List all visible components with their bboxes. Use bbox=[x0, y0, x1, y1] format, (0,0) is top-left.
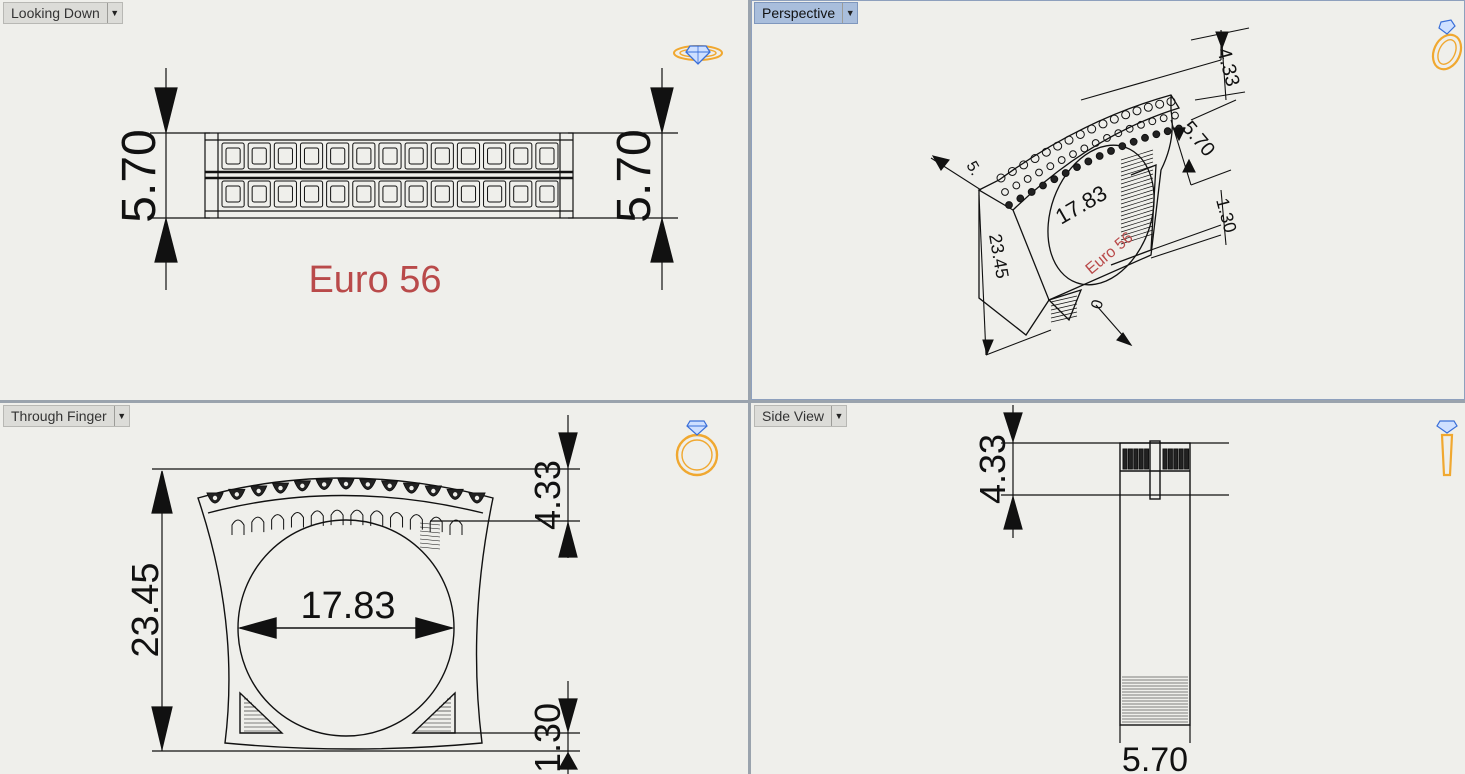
viewport-through-finger[interactable]: Through Finger ▼ 23.45 bbox=[0, 403, 748, 774]
perspective-hatching bbox=[1050, 149, 1154, 323]
perspective-dim-small-top: 5. bbox=[963, 159, 984, 179]
ring-side-outline bbox=[1119, 440, 1191, 726]
side-dim-top-value: 4.33 bbox=[972, 434, 1013, 504]
viewport-menu-arrow-icon[interactable]: ▼ bbox=[831, 406, 846, 426]
front-dim-bottom-value: 1.30 bbox=[527, 703, 568, 773]
side-hatching bbox=[1122, 676, 1188, 723]
perspective-dim-height: 23.45 bbox=[985, 232, 1013, 280]
viewport-perspective[interactable]: Perspective ▼ bbox=[751, 0, 1465, 400]
front-view-drawing: 23.45 17.83 4.33 1.30 bbox=[125, 415, 580, 774]
side-dim-width bbox=[1119, 725, 1191, 743]
side-gems bbox=[1122, 448, 1190, 470]
dimension-left bbox=[150, 68, 210, 290]
dimension-left-value: 5.70 bbox=[113, 129, 166, 222]
dimension-right bbox=[568, 68, 678, 290]
perspective-dim-bottom: 1.30 bbox=[1212, 196, 1240, 235]
front-gems-bottom-row bbox=[231, 509, 463, 535]
ring-front-icon bbox=[675, 420, 719, 477]
side-dim-width-value: 5.70 bbox=[1122, 741, 1188, 774]
perspective-dim-small-bottom: 0 bbox=[1088, 298, 1107, 311]
viewport-menu-arrow-icon[interactable]: ▼ bbox=[106, 3, 122, 23]
front-dim-height-value: 23.45 bbox=[125, 562, 167, 657]
ring-side-icon bbox=[1436, 420, 1458, 477]
front-dim-inner bbox=[237, 617, 455, 639]
ring-band-top-outline bbox=[204, 132, 574, 219]
viewport-tab-perspective[interactable]: Perspective ▼ bbox=[754, 2, 859, 24]
viewport-menu-arrow-icon[interactable]: ▼ bbox=[113, 406, 129, 426]
viewport-title: Through Finger bbox=[11, 408, 107, 424]
perspective-gems bbox=[996, 97, 1183, 209]
perspective-dim-top-height: 4.33 bbox=[1212, 46, 1243, 89]
front-dim-height bbox=[151, 468, 580, 752]
viewport-title: Looking Down bbox=[11, 5, 100, 21]
gem-rows bbox=[221, 142, 559, 208]
dimension-right-value: 5.70 bbox=[608, 129, 661, 222]
perspective-drawing: 4.33 5.70 17.83 1.30 23.45 5. 0 Euro 56 bbox=[930, 27, 1250, 356]
top-view-drawing: 5.70 5.70 Euro 56 bbox=[113, 68, 678, 301]
front-dim-bottom bbox=[440, 681, 580, 774]
ring-perspective-outline bbox=[977, 94, 1180, 336]
viewport-looking-down[interactable]: Looking Down ▼ 5.70 bbox=[0, 0, 748, 400]
perspective-dim-width: 5.70 bbox=[1177, 117, 1219, 161]
viewport-side-view[interactable]: Side View ▼ 4.33 5.70 bbox=[751, 403, 1465, 774]
front-dim-inner-value: 17.83 bbox=[300, 585, 395, 627]
side-dim-top bbox=[1001, 405, 1229, 538]
perspective-dim-inner: 17.83 bbox=[1051, 180, 1111, 229]
viewport-tab-through-finger[interactable]: Through Finger ▼ bbox=[3, 405, 130, 427]
perspective-size-label: Euro 56 bbox=[1083, 229, 1137, 278]
viewport-title: Perspective bbox=[762, 5, 836, 21]
ring-size-label: Euro 56 bbox=[308, 259, 441, 301]
front-gems-top-row bbox=[206, 478, 486, 504]
viewport-tab-looking-down[interactable]: Looking Down ▼ bbox=[3, 2, 123, 24]
ring-top-icon bbox=[673, 45, 723, 65]
perspective-dimensions bbox=[930, 27, 1250, 356]
viewport-menu-arrow-icon[interactable]: ▼ bbox=[842, 3, 857, 23]
front-dim-top bbox=[320, 415, 580, 558]
front-dim-top-value: 4.33 bbox=[527, 460, 568, 530]
viewport-title: Side View bbox=[762, 408, 825, 424]
ring-perspective-icon bbox=[1431, 19, 1463, 71]
side-view-drawing: 4.33 5.70 bbox=[972, 405, 1229, 774]
front-hatching bbox=[244, 522, 451, 732]
viewport-tab-side-view[interactable]: Side View ▼ bbox=[754, 405, 848, 427]
